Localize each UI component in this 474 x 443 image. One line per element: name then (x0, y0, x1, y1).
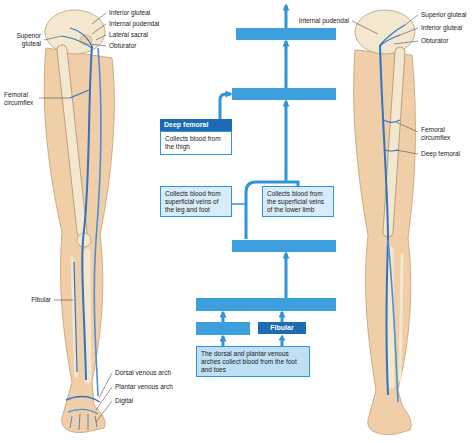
fibula-bone (400, 255, 402, 380)
note-box: Collects blood from the superficial vein… (262, 186, 334, 217)
venous-arch (66, 396, 100, 402)
left-leg (44, 10, 114, 432)
note-box: Collects blood from superficial veins of… (160, 186, 232, 217)
vein (94, 48, 101, 396)
vein-box (232, 240, 336, 252)
part-label: Femoral circumflex (3, 91, 39, 107)
digital-vein (70, 414, 97, 430)
leader-line (396, 122, 418, 132)
leader-line (90, 44, 106, 46)
part-label: Inferior gluteal (420, 24, 463, 32)
vein-box (232, 88, 336, 100)
part-label: Digital (114, 397, 134, 405)
femur-bone (62, 50, 82, 232)
part-label: Deep femoral (420, 150, 461, 158)
leader-line (96, 35, 106, 40)
node-text: Collects blood from the superficial vein… (267, 190, 329, 213)
flow-arrow (285, 41, 288, 88)
part-label: Superior gluteal (4, 32, 42, 48)
femur-bone (388, 52, 400, 232)
part-label: Dorsal venous arch (114, 369, 172, 377)
part-label: Plantar venous arch (114, 383, 174, 391)
part-label: Obturator (108, 42, 137, 50)
vein (82, 46, 92, 380)
flow-arrows (220, 5, 298, 346)
part-label: Obturator (420, 37, 449, 45)
pelvis-bone (355, 10, 415, 54)
vein (70, 90, 89, 98)
vein-box (196, 322, 250, 335)
leader-line (394, 41, 418, 44)
part-label: Lateral sacral (108, 31, 149, 39)
leader-line (92, 13, 106, 24)
node-text: Collects blood from superficial veins of… (165, 190, 227, 213)
note-box: The dorsal and plantar venous arches col… (196, 346, 310, 377)
part-label: Fibular (30, 296, 52, 304)
leader-line (92, 24, 106, 34)
node-text: Collects blood from the thigh (160, 131, 232, 155)
part-label: Inferior gluteal (108, 9, 151, 17)
flow-boxes (196, 28, 336, 335)
arrow-head (279, 334, 286, 340)
leader-line (405, 15, 418, 25)
vein (380, 45, 388, 395)
pelvis-bone (45, 10, 105, 54)
vein (388, 240, 398, 402)
leader-line (36, 98, 70, 99)
part-label: Internal pudendal (298, 17, 350, 25)
leader-line (400, 28, 418, 35)
leader-line (44, 36, 62, 40)
part-label: Superior gluteal (420, 11, 468, 19)
vein-name-box: Deep femoralCollects blood from the thig… (160, 119, 232, 155)
part-label: Femoral circumflex (420, 126, 470, 142)
leader-line (96, 387, 112, 410)
vein (74, 262, 77, 372)
vein-name-box: Fibular (258, 322, 306, 334)
vein (384, 120, 400, 151)
flow-arrow (220, 94, 231, 119)
venous-arch (68, 409, 98, 414)
leader-line (54, 300, 73, 301)
vein-box (236, 28, 336, 40)
femur-bone (388, 52, 400, 232)
right-leg (354, 10, 416, 434)
flow-arrow (285, 253, 288, 298)
flow-arrow (222, 312, 225, 322)
leader-line (352, 21, 378, 34)
node-heading: Fibular (261, 324, 303, 332)
flow-arrow (285, 101, 288, 182)
leader-line (99, 373, 112, 398)
flow-arrow (285, 5, 288, 28)
leader-line (396, 150, 418, 154)
tibia-bone (87, 252, 88, 380)
part-label: Internal pudendal (108, 20, 160, 28)
leg-skin (354, 50, 416, 434)
node-heading: Deep femoral (160, 119, 232, 131)
vein-box (196, 298, 336, 311)
leg-skin (44, 48, 114, 432)
node-text: The dorsal and plantar venous arches col… (201, 350, 305, 373)
leader-lines (36, 13, 418, 422)
flow-arrow (222, 336, 225, 346)
vein (62, 28, 92, 48)
connector-line (232, 203, 246, 205)
leader-line (96, 401, 112, 422)
flow-arrow (281, 312, 284, 322)
fibula-bone (72, 258, 76, 376)
femur-bone (62, 50, 82, 232)
